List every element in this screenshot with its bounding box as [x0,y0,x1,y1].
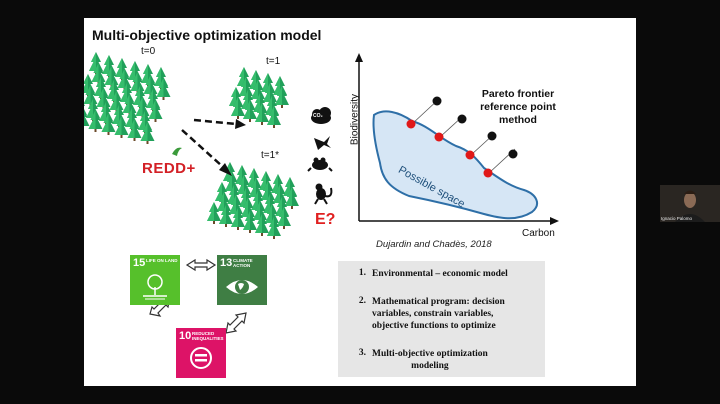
y-axis-label: Biodiversity [349,93,361,146]
pareto-chart [355,53,559,225]
frontier-point [465,150,475,160]
arrow-to-t1-star [181,129,223,167]
sdg-10-tile: 10 REDUCED INEQUALITIES [176,328,226,378]
forest-t1 [229,67,289,128]
reference-points [432,96,518,159]
sdg-15-tile: 15 LIFE ON LAND [130,255,180,305]
tree-icon [143,274,167,300]
step-3: 3. Multi-objective optimization modeling [358,348,488,371]
presentation-slide: Multi-objective optimization model t=0 t… [84,18,636,386]
reference-point [432,96,442,106]
tree-icon [207,202,221,224]
step-2: 2. Mathematical program: decision variab… [358,296,505,331]
slide-title: Multi-objective optimization model [92,27,322,43]
label-t1-star: t=1* [261,150,280,161]
co2-label: CO₂ [313,113,323,119]
bird-icon [314,136,331,150]
equals-icon [190,347,212,369]
frog-icon [307,157,333,172]
label-t1: t=1 [266,56,281,67]
pareto-annotation: Pareto frontier reference point method [480,88,556,126]
citation: Dujardin and Chadès, 2018 [376,239,492,250]
x-axis-label: Carbon [522,228,555,239]
forest-diagram [84,52,559,334]
step-1: 1. Environmental – economic model [358,268,508,279]
arrow-15-13 [185,258,217,272]
e-question-label: E? [315,211,336,228]
frontier-points [406,119,493,178]
frontier-point [434,132,444,142]
possible-space-region [372,110,539,220]
sdg-13-tile: 13 CLIMATE ACTION [217,255,267,305]
person-silhouette-icon [660,185,720,222]
arrow-to-t1 [193,118,237,126]
webcam-name: Ignacio Palomo [661,216,693,221]
redd-plus-logo: REDD+ [142,160,196,177]
reference-point [487,131,497,141]
frontier-point [406,119,416,129]
monkey-icon [314,183,333,205]
webcam-thumbnail[interactable]: Ignacio Palomo [660,185,720,222]
eye-globe-icon [226,280,258,294]
reference-point [457,114,467,124]
label-t0: t=0 [141,46,156,57]
steps-box: 1. Environmental – economic model 2. Mat… [338,261,545,377]
forest-t1-star [207,162,299,239]
arrow-13-10 [225,312,247,334]
forest-t0 [84,52,171,144]
frontier-point [483,168,493,178]
co2-cloud-icon [311,107,331,124]
reference-point [508,149,518,159]
